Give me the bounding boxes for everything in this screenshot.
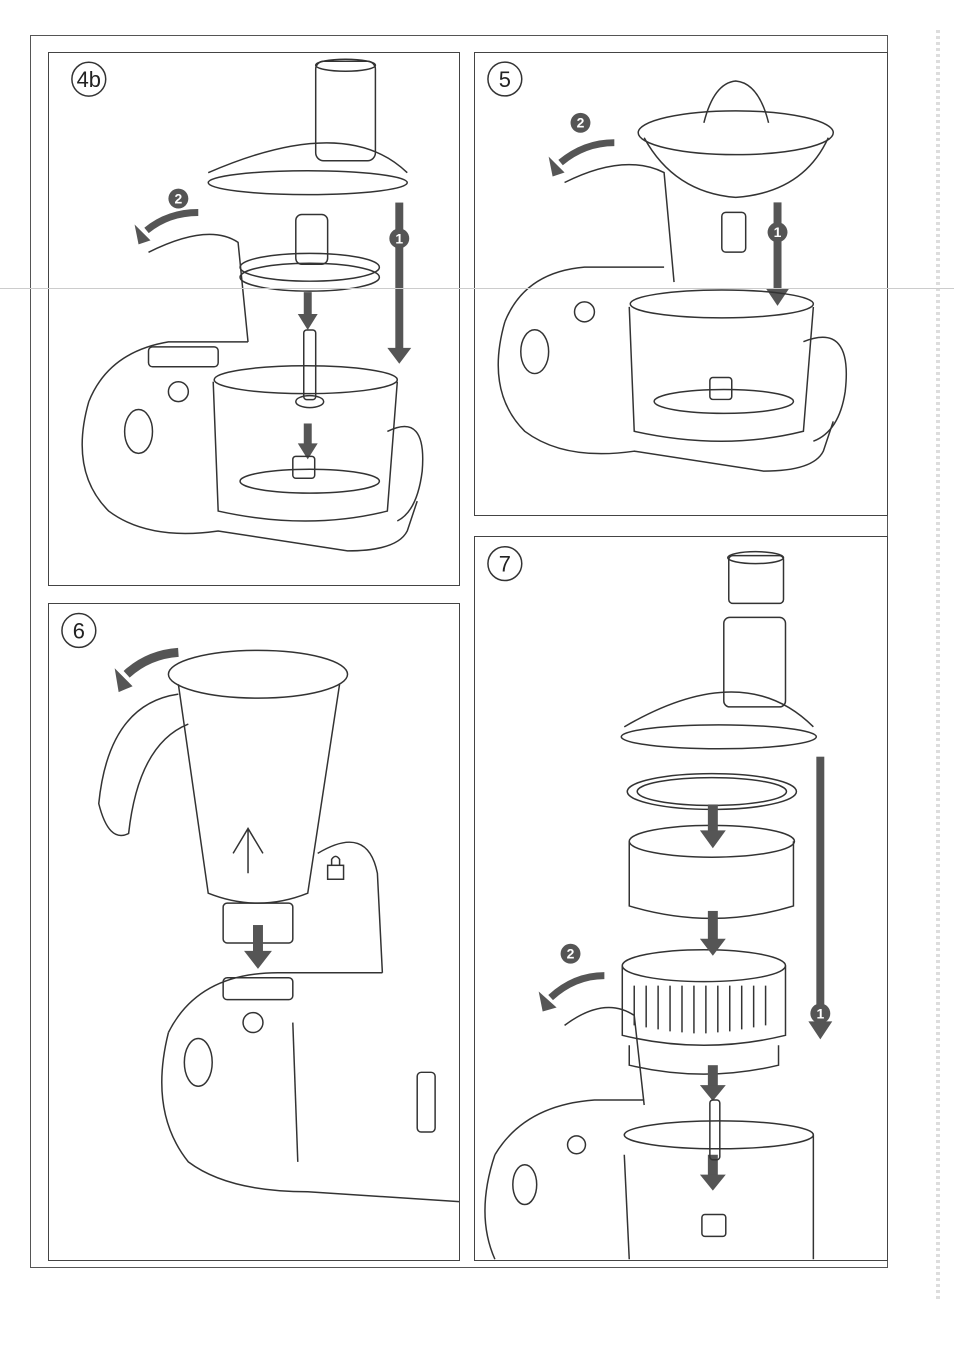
step-1-text: 1 xyxy=(395,230,403,246)
down-arrow-icon xyxy=(700,804,726,1190)
feed-tube-lid xyxy=(208,59,407,194)
step-arrow-1: 1 xyxy=(808,757,832,1040)
citrus-press-cone xyxy=(638,81,833,252)
slicing-disc xyxy=(240,215,379,292)
step-2-text: 2 xyxy=(174,191,182,207)
step-2-text: 2 xyxy=(577,115,585,131)
panel-6: 6 xyxy=(48,603,460,1261)
panel-label-5: 5 xyxy=(488,62,522,96)
panel-label-6-text: 6 xyxy=(73,618,85,643)
pusher xyxy=(728,552,784,604)
down-arrow-icon xyxy=(298,292,318,459)
down-arrow-icon xyxy=(244,925,272,969)
panel-label-6: 6 xyxy=(62,614,96,648)
panel-5-drawing: 5 1 2 xyxy=(475,53,887,515)
food-processor-base xyxy=(485,1007,813,1259)
lock-symbol-icon xyxy=(328,856,344,879)
step-arrow-1: 1 xyxy=(387,203,411,364)
rotate-arrow-icon: 2 xyxy=(135,189,199,245)
panel-6-drawing: 6 xyxy=(49,604,459,1260)
panel-7-drawing: 7 xyxy=(475,537,887,1260)
panel-7: 7 xyxy=(474,536,888,1261)
panel-label-4b-text: 4b xyxy=(77,67,101,92)
food-processor-base xyxy=(162,842,459,1201)
panel-label-7-text: 7 xyxy=(499,552,511,577)
panel-label-7: 7 xyxy=(488,547,522,581)
food-processor-base xyxy=(82,234,423,550)
panel-4b: 4b 1 xyxy=(48,52,460,586)
rotate-arrow-icon: 2 xyxy=(539,944,605,1012)
panel-5: 5 1 2 xyxy=(474,52,888,516)
step-arrow-1: 1 xyxy=(766,202,790,305)
panel-4b-drawing: 4b 1 xyxy=(49,53,459,585)
step-1-text: 1 xyxy=(816,1005,824,1021)
blender-jug xyxy=(99,650,348,943)
step-1-text: 1 xyxy=(774,224,782,240)
page-edge-strip xyxy=(936,30,940,1300)
feed-tube-lid xyxy=(621,617,816,748)
step-2-text: 2 xyxy=(567,946,575,962)
panel-label-5-text: 5 xyxy=(499,67,511,92)
fold-line xyxy=(0,288,954,289)
juicer-sieve xyxy=(622,950,785,1074)
food-processor-base xyxy=(498,165,846,472)
panel-label-4b: 4b xyxy=(72,62,106,96)
sealing-ring xyxy=(627,774,796,810)
drive-shaft xyxy=(296,330,324,408)
